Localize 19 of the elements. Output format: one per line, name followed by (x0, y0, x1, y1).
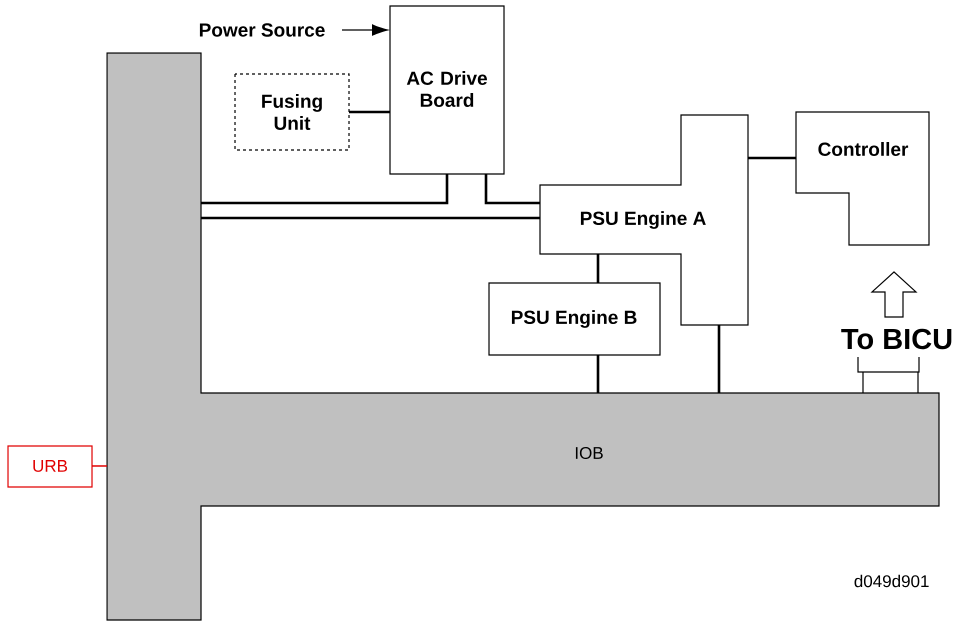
bracket-connector (857, 356, 920, 394)
connector-line (748, 156, 796, 160)
board-box: AC Drive Board (389, 5, 505, 175)
controller-box: Controller (795, 111, 930, 246)
connector-line (596, 254, 600, 283)
connector-line (201, 216, 540, 220)
connector-line (201, 174, 448, 204)
unit-box: Fusing Unit (234, 73, 350, 151)
hollow-arrow (870, 271, 918, 318)
arrow (342, 24, 388, 36)
connector-line (349, 110, 390, 114)
psu-box: PSU Engine B (488, 282, 661, 356)
board-box: URB (7, 445, 93, 488)
connector-line (718, 324, 720, 393)
drawing-number: d049d901 (854, 574, 929, 588)
connector-line (596, 355, 600, 393)
source-label: Power Source (200, 23, 325, 37)
connector-line (92, 465, 107, 467)
connector-line (484, 174, 540, 204)
